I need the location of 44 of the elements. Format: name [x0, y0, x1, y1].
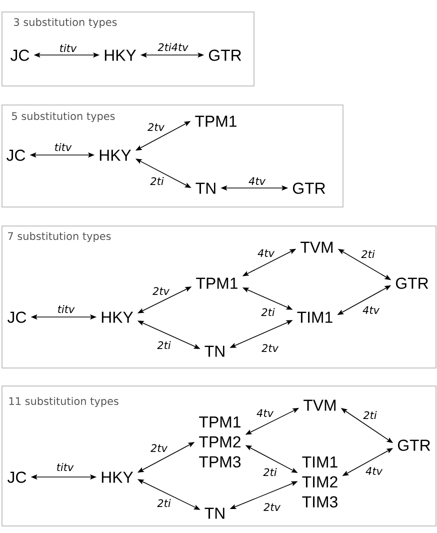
model-label: GTR [398, 440, 430, 451]
edge-label: 2ti [156, 498, 172, 508]
edge-label: 2ti4tv [157, 42, 189, 52]
edge-label: 4tv [362, 306, 380, 314]
model-label: HKY [102, 312, 134, 323]
edge-label: 2tv [263, 502, 281, 512]
edge-label: 4tv [365, 466, 383, 476]
edge-label: 2ti [360, 250, 376, 258]
model-label: TN [204, 508, 224, 519]
model-label: TPM1 [195, 116, 236, 127]
model-label: TN [204, 346, 224, 357]
edge-label: 2tv [147, 122, 165, 132]
model-label: TPM1 TPM2 TPM3 [199, 416, 241, 468]
model-label: GTR [208, 50, 242, 61]
edge-label: 2ti [156, 340, 172, 350]
edge-label: titv [56, 304, 76, 314]
model-label: TIM1 TIM2 TIM3 [302, 456, 338, 508]
edge-label: titv [58, 44, 78, 52]
model-label: JC [6, 150, 26, 161]
edge-label: 2tv [152, 286, 170, 296]
edge-label: 2ti [150, 176, 164, 186]
edge-label: titv [56, 462, 74, 472]
edge-label: 2tv [150, 444, 168, 452]
edge-label: 4tv [257, 248, 275, 258]
model-label: TVM [304, 400, 336, 411]
edge-label: 4tv [256, 408, 274, 418]
model-label: HKY [104, 50, 136, 61]
model-label: JC [10, 50, 30, 61]
model-label: GTR [396, 278, 428, 289]
model-label: TPM1 [196, 278, 238, 289]
model-label: JC [8, 472, 26, 483]
model-label: HKY [102, 472, 134, 483]
edge-label: 2tv [261, 344, 279, 352]
edge-label: titv [54, 142, 72, 152]
edge-label: 2ti [260, 308, 276, 316]
edge-label: 2ti [362, 410, 378, 420]
model-label: TN [196, 182, 216, 194]
model-label: GTR [292, 182, 326, 194]
edge-label: 4tv [248, 176, 266, 186]
model-label: JC [8, 312, 26, 323]
model-label: TIM1 [297, 312, 332, 323]
model-label: HKY [100, 150, 132, 161]
model-label: TVM [300, 242, 333, 253]
edge-label: 2ti [262, 468, 278, 476]
